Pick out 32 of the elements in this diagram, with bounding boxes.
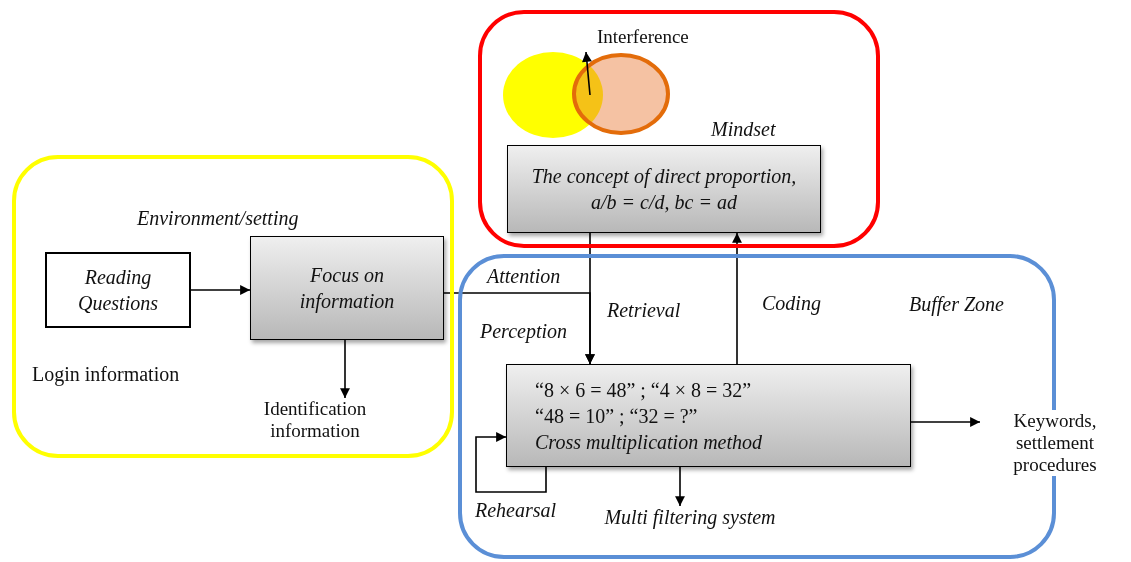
process-box [507, 145, 821, 233]
arrow [910, 417, 981, 427]
edge-label: Attention [487, 265, 561, 288]
box-text: Reading Questions [77, 265, 159, 316]
node-label: Identification information [225, 398, 405, 448]
text-label: Perception [480, 320, 567, 343]
node-caption: Mindset [711, 118, 776, 141]
text-label: Environment/setting [137, 207, 299, 230]
box-text: Focus on information [298, 263, 396, 314]
box-text: “48 = 10” ; “32 = ?” [534, 403, 699, 429]
rounded-region [12, 155, 454, 458]
box-text: Cross multiplication method [534, 429, 764, 455]
arrow [675, 466, 685, 507]
process-box [250, 236, 444, 340]
process-box [506, 364, 911, 467]
arrow [732, 232, 742, 365]
arrow [340, 339, 350, 399]
box-text: The concept of direct proportion, a/b = c/d, bc = ad [530, 164, 798, 215]
arrow [582, 51, 592, 96]
arrow [475, 432, 547, 493]
arrow [190, 285, 251, 295]
rounded-region [478, 10, 880, 248]
region-label: Buffer Zone [909, 293, 1004, 316]
edge-label: Rehearsal [475, 499, 557, 522]
box-text: “8 × 6 = 48” ; “4 × 8 = 32” [534, 377, 753, 403]
edge-label: Retrieval [607, 299, 681, 322]
text-label: Login information [32, 363, 180, 386]
node-label: Interference [578, 22, 738, 52]
process-box [45, 252, 191, 328]
arrow [585, 232, 595, 365]
edge-label: Coding [762, 292, 821, 315]
node-label: Multi filtering system [570, 506, 810, 550]
